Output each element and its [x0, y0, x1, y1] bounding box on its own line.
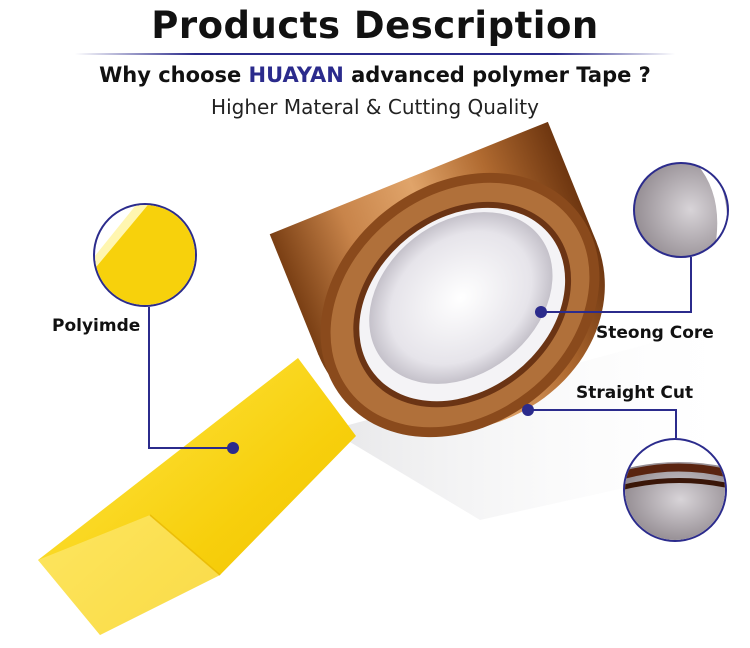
polyimide-strip [38, 358, 356, 635]
label-strong-core: Steong Core [596, 323, 714, 343]
subtitle-prefix: Why choose [99, 63, 249, 87]
core-connector [541, 257, 692, 313]
cut-zoom-detail [625, 440, 725, 540]
page-title: Products Description [151, 4, 599, 47]
tagline: Higher Materal & Cutting Quality [211, 95, 539, 119]
label-polyimide: Polyimde [52, 316, 141, 336]
polyimide-connector [148, 307, 233, 449]
brand-name: HUAYAN [248, 63, 344, 87]
title-divider [75, 53, 675, 55]
strip-fold-highlight [38, 515, 220, 635]
polyimide-dot [227, 442, 239, 454]
cut-dot [522, 404, 534, 416]
core-zoom-detail [635, 164, 727, 256]
roll-face [320, 172, 600, 438]
subtitle: Why choose HUAYAN advanced polymer Tape … [0, 63, 750, 87]
polyimide-zoom-detail [95, 205, 195, 305]
cut-connector [528, 409, 677, 438]
subtitle-suffix: advanced polymer Tape ? [343, 63, 651, 87]
core-dot [535, 306, 547, 318]
label-straight-cut: Straight Cut [576, 383, 694, 403]
